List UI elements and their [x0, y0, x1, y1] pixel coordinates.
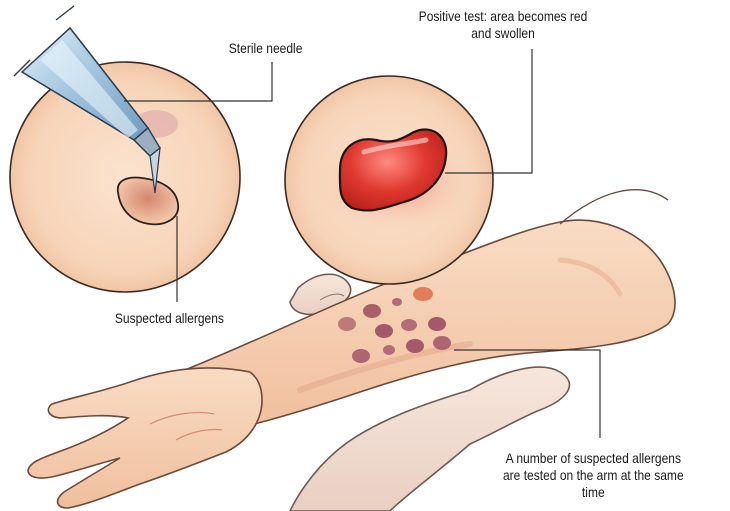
sterile-needle-label: Sterile needle [214, 40, 317, 57]
allergen-dot [338, 317, 356, 331]
positive-test-line-1: Positive test: area becomes red [374, 8, 632, 25]
allergen-dot [375, 324, 393, 338]
needle-zoom-circle [10, 6, 240, 292]
positive-test-line-2: and swollen [374, 25, 632, 42]
allergen-dot [352, 349, 370, 363]
allergen-dot-positive [413, 287, 433, 301]
allergen-dot [428, 317, 446, 331]
reaction-zoom-circle [285, 76, 493, 284]
suspected-allergens-text: Suspected allergens [92, 310, 247, 327]
allergen-dot [401, 319, 417, 331]
allergen-dot [392, 298, 402, 306]
multiple-allergens-line-1: A number of suspected allergens [460, 450, 727, 467]
suspected-allergens-label: Suspected allergens [92, 310, 247, 327]
allergen-dot [433, 336, 451, 350]
multiple-allergens-label: A number of suspected allergens are test… [460, 450, 727, 501]
allergen-dot [406, 339, 424, 353]
positive-test-label: Positive test: area becomes red and swol… [374, 8, 632, 42]
allergen-dot [363, 304, 381, 318]
sterile-needle-text: Sterile needle [214, 40, 317, 57]
multiple-allergens-line-3: time [460, 484, 727, 501]
multiple-allergens-line-2: are tested on the arm at the same [460, 467, 727, 484]
allergen-dot [383, 345, 395, 355]
open-hand [28, 368, 262, 508]
